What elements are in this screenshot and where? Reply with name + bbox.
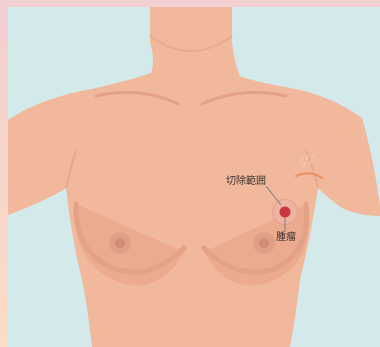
excision-range-label: 切除範囲 bbox=[226, 174, 266, 187]
tumor-label: 腫瘤 bbox=[276, 230, 296, 243]
tumor-marker bbox=[280, 207, 291, 218]
